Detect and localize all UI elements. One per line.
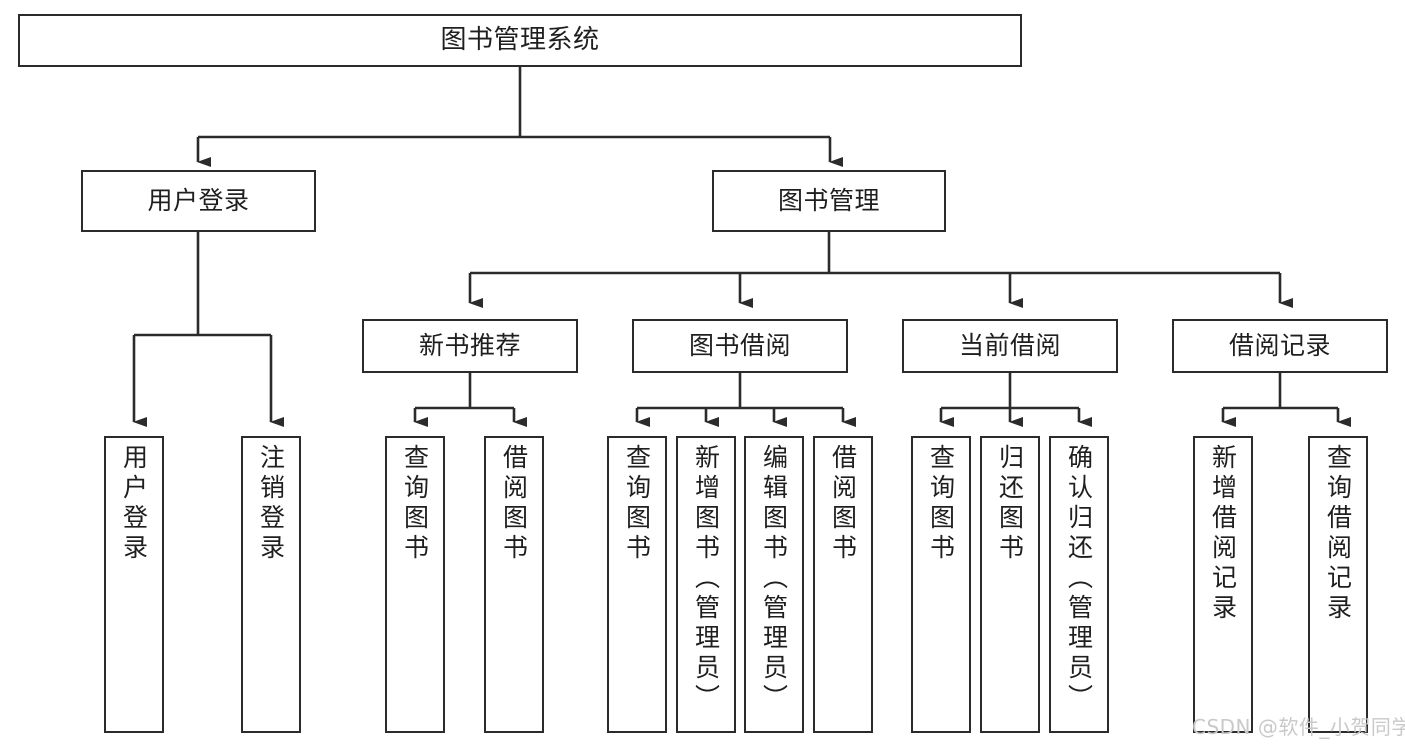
edges-new-book-recommend-to-leaves	[413, 373, 527, 427]
leaf-add-record[interactable]: 新增借阅记录	[1193, 436, 1253, 733]
node-label: 查询图书	[400, 444, 430, 564]
node-label: 当前借阅	[958, 331, 1061, 361]
leaf-user-login[interactable]: 用户登录	[104, 436, 164, 733]
leaf-query-record[interactable]: 查询借阅记录	[1308, 436, 1368, 733]
node-label: 借阅图书	[499, 444, 529, 564]
edges-current-borrow-to-leaves	[939, 373, 1092, 427]
node-label: 图书管理	[777, 186, 880, 216]
leaf-borrow-book-2[interactable]: 借阅图书	[813, 436, 873, 733]
node-label: 查询图书	[622, 444, 652, 564]
leaf-return-book[interactable]: 归还图书	[980, 436, 1040, 733]
edges-root-to-level2	[196, 67, 843, 167]
node-book-borrow[interactable]: 图书借阅	[632, 319, 848, 373]
node-root-book-management-system[interactable]: 图书管理系统	[18, 14, 1022, 67]
node-label: 借阅图书	[828, 444, 858, 564]
leaf-query-book-1[interactable]: 查询图书	[385, 436, 445, 733]
node-new-book-recommend[interactable]: 新书推荐	[362, 319, 578, 373]
node-borrow-record[interactable]: 借阅记录	[1172, 319, 1388, 373]
node-label: 新增借阅记录	[1208, 444, 1238, 624]
leaf-add-book[interactable]: 新增图书（管理员）	[676, 436, 736, 733]
node-label: 查询借阅记录	[1323, 444, 1353, 624]
node-label: 新增图书（管理员）	[691, 444, 721, 714]
leaf-borrow-book-1[interactable]: 借阅图书	[484, 436, 544, 733]
leaf-user-logout[interactable]: 注销登录	[241, 436, 301, 733]
leaf-edit-book[interactable]: 编辑图书（管理员）	[744, 436, 804, 733]
node-label: 用户登录	[119, 444, 149, 564]
node-current-borrow[interactable]: 当前借阅	[902, 319, 1118, 373]
node-label: 用户登录	[147, 186, 250, 216]
node-label: 确认归还（管理员）	[1064, 444, 1094, 714]
node-book-management[interactable]: 图书管理	[712, 170, 946, 232]
node-label: 新书推荐	[418, 331, 521, 361]
leaf-query-book-2[interactable]: 查询图书	[607, 436, 667, 733]
node-label: 编辑图书（管理员）	[759, 444, 789, 714]
node-label: 注销登录	[256, 444, 286, 564]
edges-borrow-record-to-leaves	[1221, 373, 1351, 427]
node-user-login[interactable]: 用户登录	[81, 170, 316, 232]
edges-book-management-to-level3	[468, 232, 1293, 308]
csdn-watermark: CSDN @软件_小贺同学	[1192, 715, 1405, 739]
edges-user-login-to-leaves	[132, 232, 284, 427]
leaf-confirm-return[interactable]: 确认归还（管理员）	[1049, 436, 1109, 733]
node-label: 归还图书	[995, 444, 1025, 564]
leaf-query-book-3[interactable]: 查询图书	[911, 436, 971, 733]
node-label: 图书借阅	[688, 331, 791, 361]
node-label: 图书管理系统	[440, 25, 600, 56]
node-label: 借阅记录	[1228, 331, 1331, 361]
node-label: 查询图书	[926, 444, 956, 564]
edges-book-borrow-to-leaves	[635, 373, 856, 427]
